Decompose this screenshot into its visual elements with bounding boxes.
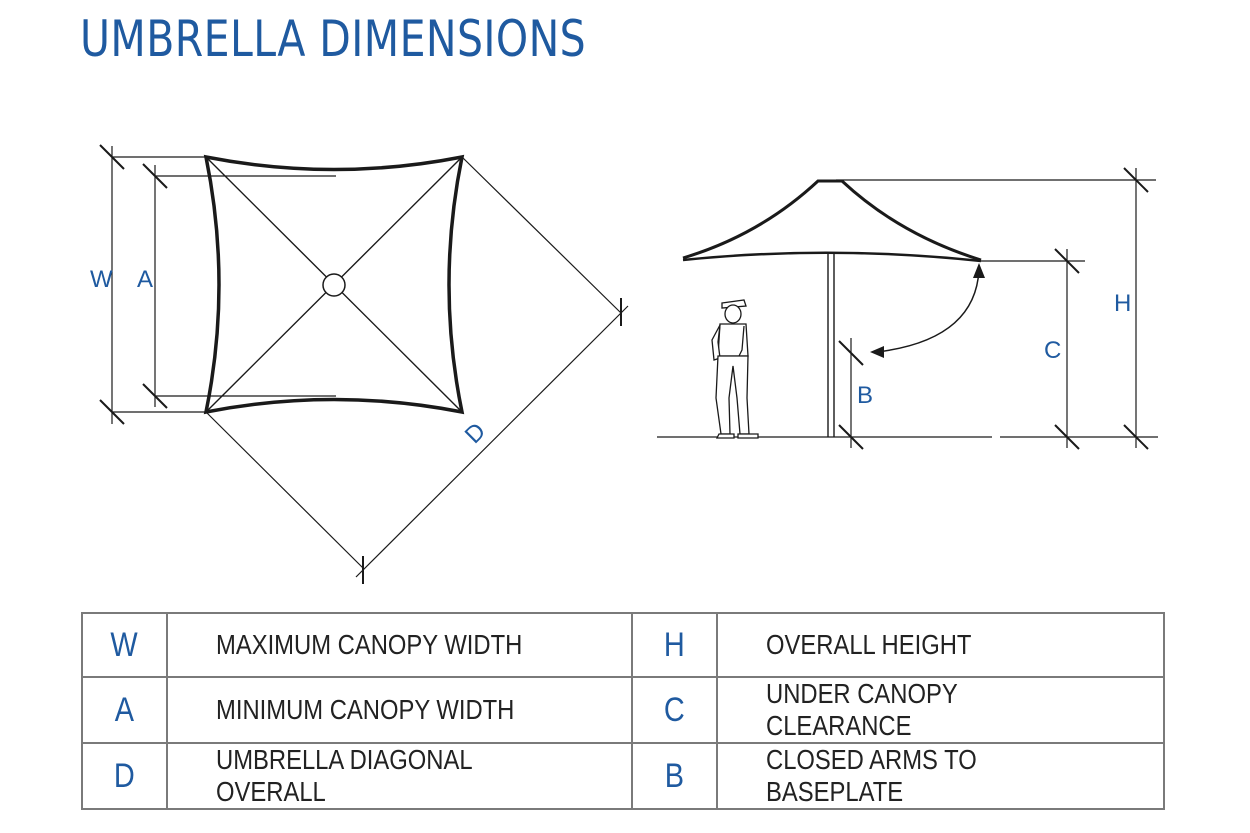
plan-view: [99, 144, 629, 584]
legend-code-cell: B: [630, 742, 718, 810]
person-head: [724, 304, 742, 324]
a-tick-top: [142, 163, 168, 189]
side-canopy-bottom: [682, 251, 982, 263]
table-row: D UMBRELLA DIAGONAL OVERALL B CLOSED ARM…: [81, 742, 1166, 810]
a-label: A: [137, 266, 153, 293]
legend-description: CLOSED ARMS TO BASEPLATE: [765, 744, 977, 807]
legend-desc-cell: MINIMUM CANOPY WIDTH: [166, 676, 633, 744]
legend-code: W: [110, 625, 139, 664]
c-tick-bottom: [1054, 424, 1080, 450]
side-view: [657, 167, 1158, 450]
arrowhead-top: [973, 263, 985, 278]
person-cap: [721, 299, 747, 309]
table-row: A MINIMUM CANOPY WIDTH C UNDER CANOPY CL…: [81, 676, 1166, 744]
a-tick-bottom: [142, 383, 168, 409]
legend-desc-cell: MAXIMUM CANOPY WIDTH: [166, 612, 633, 678]
b-tick-top: [838, 340, 864, 366]
h-tick-bottom: [1123, 424, 1149, 450]
dimension-legend-table: W MAXIMUM CANOPY WIDTH H OVERALL HEIGHT …: [81, 612, 1166, 810]
person-shoe-left: [715, 433, 735, 439]
h-tick-top: [1123, 167, 1149, 193]
legend-description: UNDER CANOPY CLEARANCE: [765, 678, 957, 741]
legend-code-cell: W: [81, 612, 168, 678]
w-tick-bottom: [99, 399, 125, 425]
side-canopy-top: [682, 179, 982, 262]
legend-desc-cell: OVERALL HEIGHT: [715, 612, 1166, 678]
legend-code-cell: D: [81, 742, 168, 810]
arrowhead-left: [870, 346, 884, 358]
legend-code: H: [663, 625, 685, 664]
legend-description: OVERALL HEIGHT: [765, 629, 972, 660]
table-row: W MAXIMUM CANOPY WIDTH H OVERALL HEIGHT: [81, 612, 1166, 678]
legend-code: C: [663, 690, 685, 729]
legend-description: MINIMUM CANOPY WIDTH: [216, 694, 515, 725]
legend-description: UMBRELLA DIAGONAL OVERALL: [216, 744, 472, 807]
legend-desc-cell: CLOSED ARMS TO BASEPLATE: [715, 742, 1166, 810]
legend-code: D: [114, 756, 135, 795]
b-label: B: [857, 382, 873, 409]
person-legs: [715, 355, 750, 435]
h-label: H: [1114, 290, 1131, 317]
legend-code-cell: A: [81, 676, 168, 744]
legend-code-cell: H: [630, 612, 718, 678]
closing-arc: [876, 269, 980, 353]
d-extension-top: [461, 156, 622, 314]
legend-code: B: [664, 756, 684, 795]
legend-description: MAXIMUM CANOPY WIDTH: [216, 629, 523, 660]
hub-circle: [322, 273, 346, 297]
legend-code-cell: C: [630, 676, 718, 744]
c-tick-top: [1054, 248, 1080, 274]
w-label: W: [90, 266, 113, 293]
w-tick-top: [99, 144, 125, 170]
legend-desc-cell: UNDER CANOPY CLEARANCE: [715, 676, 1166, 744]
side-view-labels: H C B: [857, 290, 1131, 409]
d-label: D: [460, 418, 491, 449]
person-arm-right: [737, 325, 745, 359]
person-figure: [711, 299, 759, 439]
legend-code: A: [114, 690, 135, 729]
legend-desc-cell: UMBRELLA DIAGONAL OVERALL: [166, 742, 633, 810]
c-label: C: [1044, 337, 1061, 364]
b-tick-bottom: [838, 424, 864, 450]
d-dimension-line: [355, 305, 629, 578]
d-extension-bottom: [205, 411, 364, 569]
plan-view-labels: W A D: [90, 266, 491, 449]
person-shoe-right: [737, 433, 759, 439]
page-title: UMBRELLA DIMENSIONS: [80, 10, 587, 68]
person-arm-left: [711, 324, 721, 361]
